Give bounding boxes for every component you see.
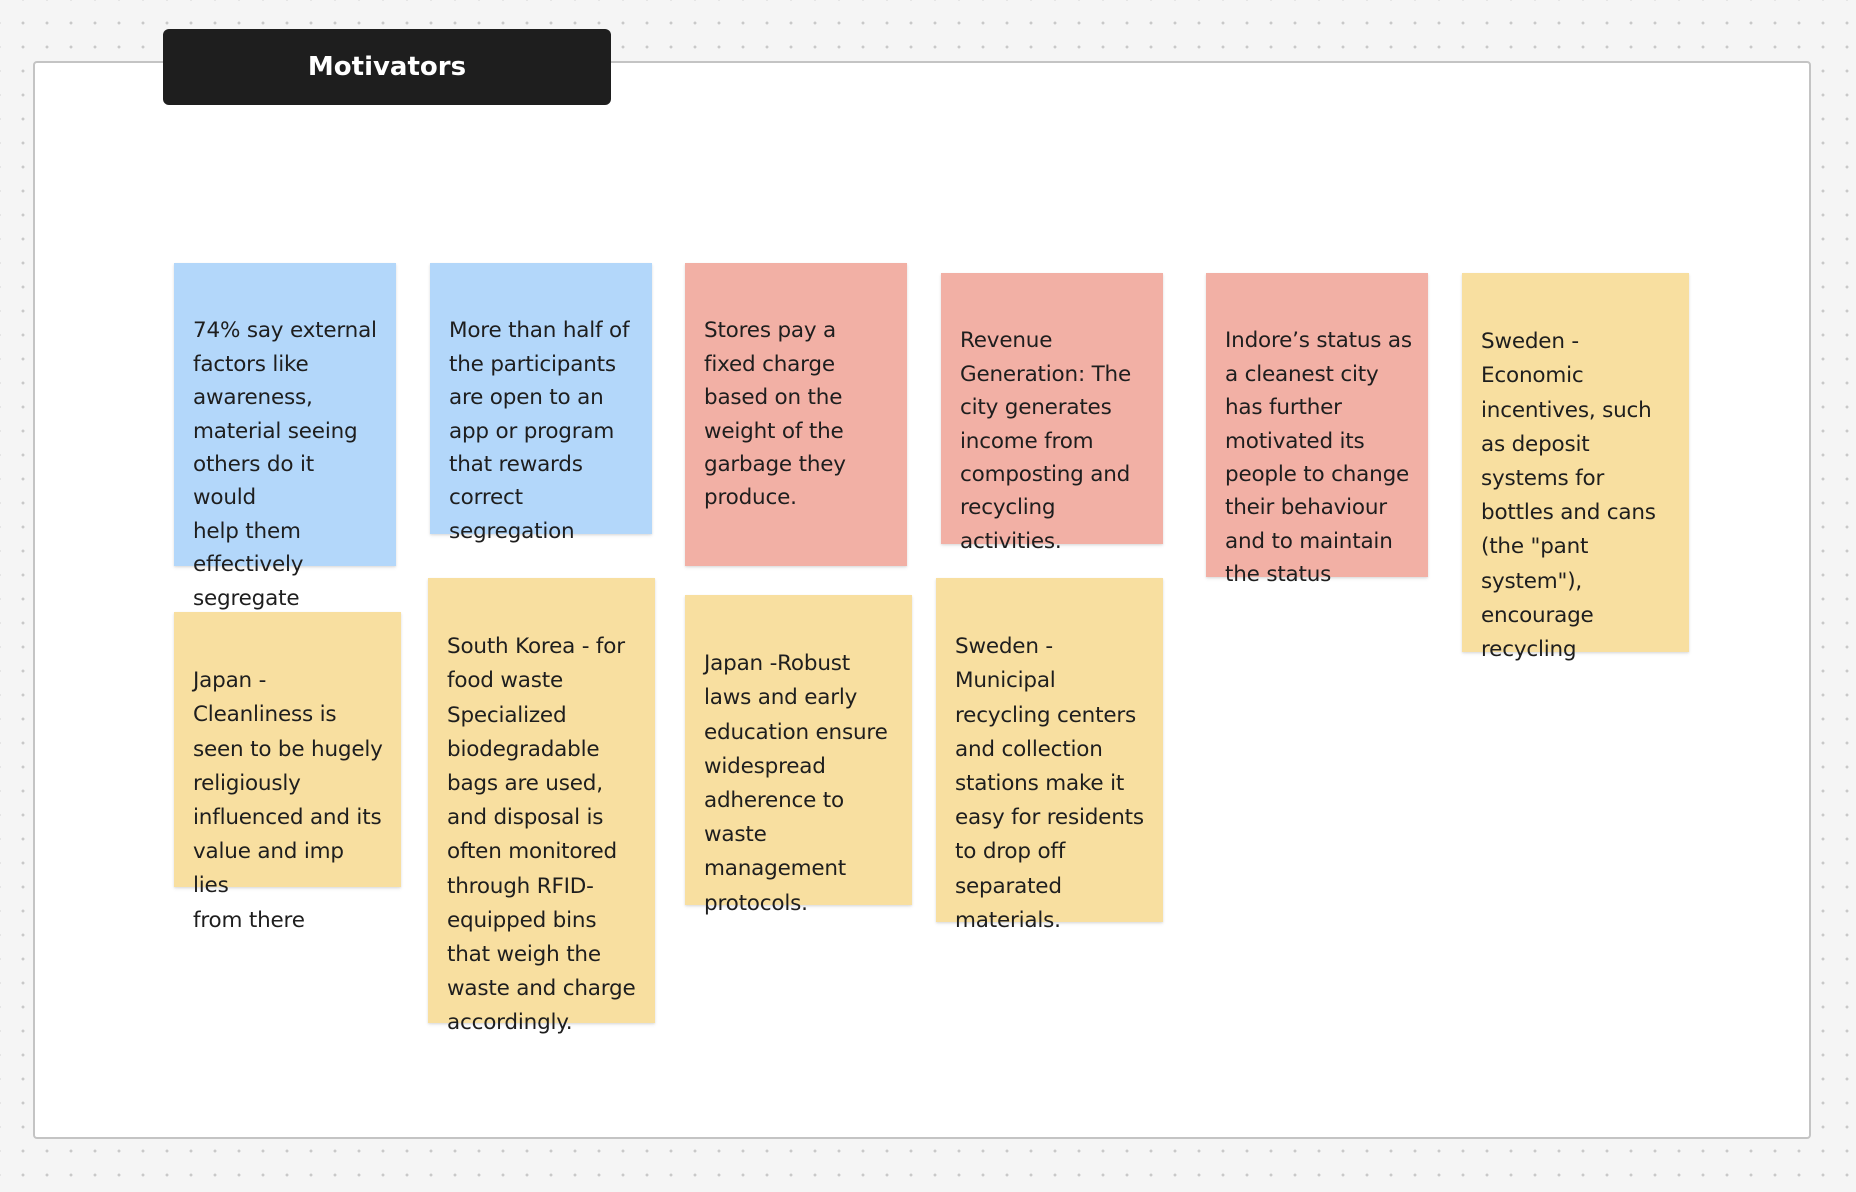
sticky-note-sweden-municipal-centers[interactable]: Sweden - Municipal recycling centers and… [936, 578, 1163, 933]
sticky-note-text: Indore’s status as a cleanest city has f… [1225, 328, 1412, 588]
section-title[interactable]: Motivators [163, 29, 611, 105]
sticky-note-text: Revenue Generation: The city generates i… [960, 328, 1132, 554]
sticky-note-sweden-economic-incentives[interactable]: Sweden - Economic incentives, such as de… [1462, 273, 1689, 662]
sticky-note-revenue-generation[interactable]: Revenue Generation: The city generates i… [941, 273, 1163, 554]
sticky-note-text: Sweden - Economic incentives, such as de… [1481, 329, 1656, 663]
sticky-note-japan-robust-laws[interactable]: Japan -Robust laws and early education e… [685, 595, 912, 916]
sticky-note-stores-fixed-charge[interactable]: Stores pay a fixed charge based on the w… [685, 263, 907, 566]
sticky-note-rewards-app[interactable]: More than half of the participants are o… [430, 263, 652, 544]
sticky-note-text: Japan - Cleanliness is seen to be hugely… [193, 668, 383, 933]
sticky-note-text: Sweden - Municipal recycling centers and… [955, 634, 1144, 933]
section-title-text: Motivators [307, 52, 467, 82]
sticky-note-external-factors[interactable]: 74% say external factors like awareness,… [174, 263, 396, 611]
sticky-note-text: Stores pay a fixed charge based on the w… [704, 318, 846, 511]
sticky-note-japan-cleanliness[interactable]: Japan - Cleanliness is seen to be hugely… [174, 612, 401, 933]
sticky-note-text: Japan -Robust laws and early education e… [704, 651, 888, 916]
sticky-note-text: More than half of the participants are o… [449, 318, 630, 544]
sticky-note-south-korea-food-waste[interactable]: South Korea - for food waste Specialized… [428, 578, 655, 1035]
sticky-note-indore-status[interactable]: Indore’s status as a cleanest city has f… [1206, 273, 1428, 587]
sticky-note-text: 74% say external factors like awareness,… [193, 318, 377, 611]
sticky-note-text: South Korea - for food waste Specialized… [447, 634, 636, 1036]
